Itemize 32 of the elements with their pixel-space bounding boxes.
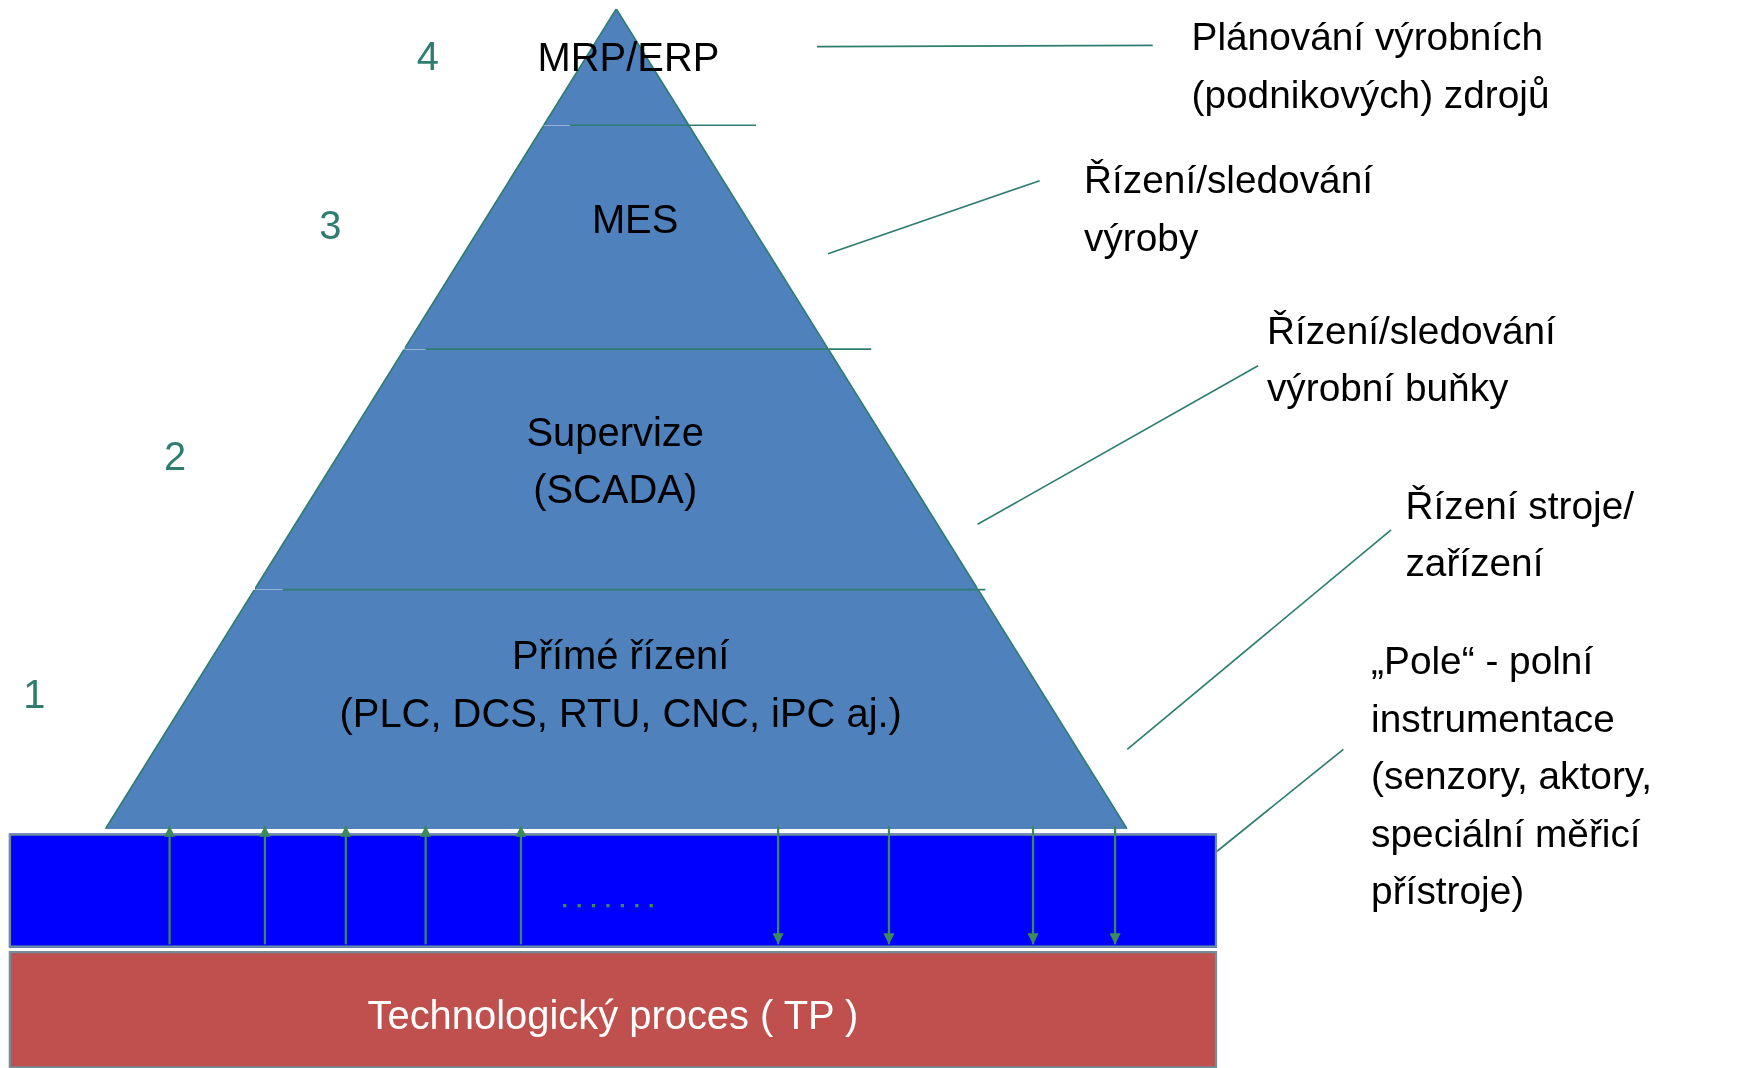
arrow (1109, 825, 1121, 945)
field-band (8, 833, 1218, 948)
band-title: Technologický proces ( TP ) (367, 992, 859, 1039)
arrow (515, 825, 527, 945)
leader-line (827, 179, 1041, 255)
pyramid-level (254, 349, 978, 590)
annotation-text: Řízení/sledování výrobní buňky (1258, 301, 1658, 417)
level-title: Přímé řízení (511, 631, 731, 681)
arrow (164, 825, 176, 945)
level-number: 3 (319, 202, 342, 250)
arrow (772, 825, 784, 945)
level-number: 4 (416, 33, 439, 80)
annotation-text: Plánování výrobních (podnikových) zdrojů (1152, 7, 1707, 124)
annotation-text: Řízení stroje/ zařízení (1391, 476, 1735, 592)
annotation-text: „Pole“ - polní instrumentace (senzory, aktory, speciální měřicí přístroje) (1343, 631, 1738, 920)
arrow (1027, 825, 1039, 945)
process-band (8, 951, 1218, 1068)
arrow (420, 825, 432, 945)
level-number: 2 (164, 433, 187, 480)
pyramid-level (105, 589, 1128, 830)
level-title: MES (590, 195, 680, 244)
arrow (259, 825, 271, 945)
level-title: Supervize (SCADA) (525, 408, 705, 515)
arrow (883, 825, 895, 945)
leader-line (1216, 748, 1345, 853)
leader-line (976, 364, 1259, 526)
leader-line (1126, 529, 1392, 751)
leader-line (816, 44, 1154, 48)
annotation-text: Řízení/sledování výroby (1039, 150, 1461, 266)
level-number: 1 (23, 671, 46, 719)
level-title: (PLC, DCS, RTU, CNC, iPC aj.) (338, 689, 903, 738)
arrow (340, 825, 352, 945)
